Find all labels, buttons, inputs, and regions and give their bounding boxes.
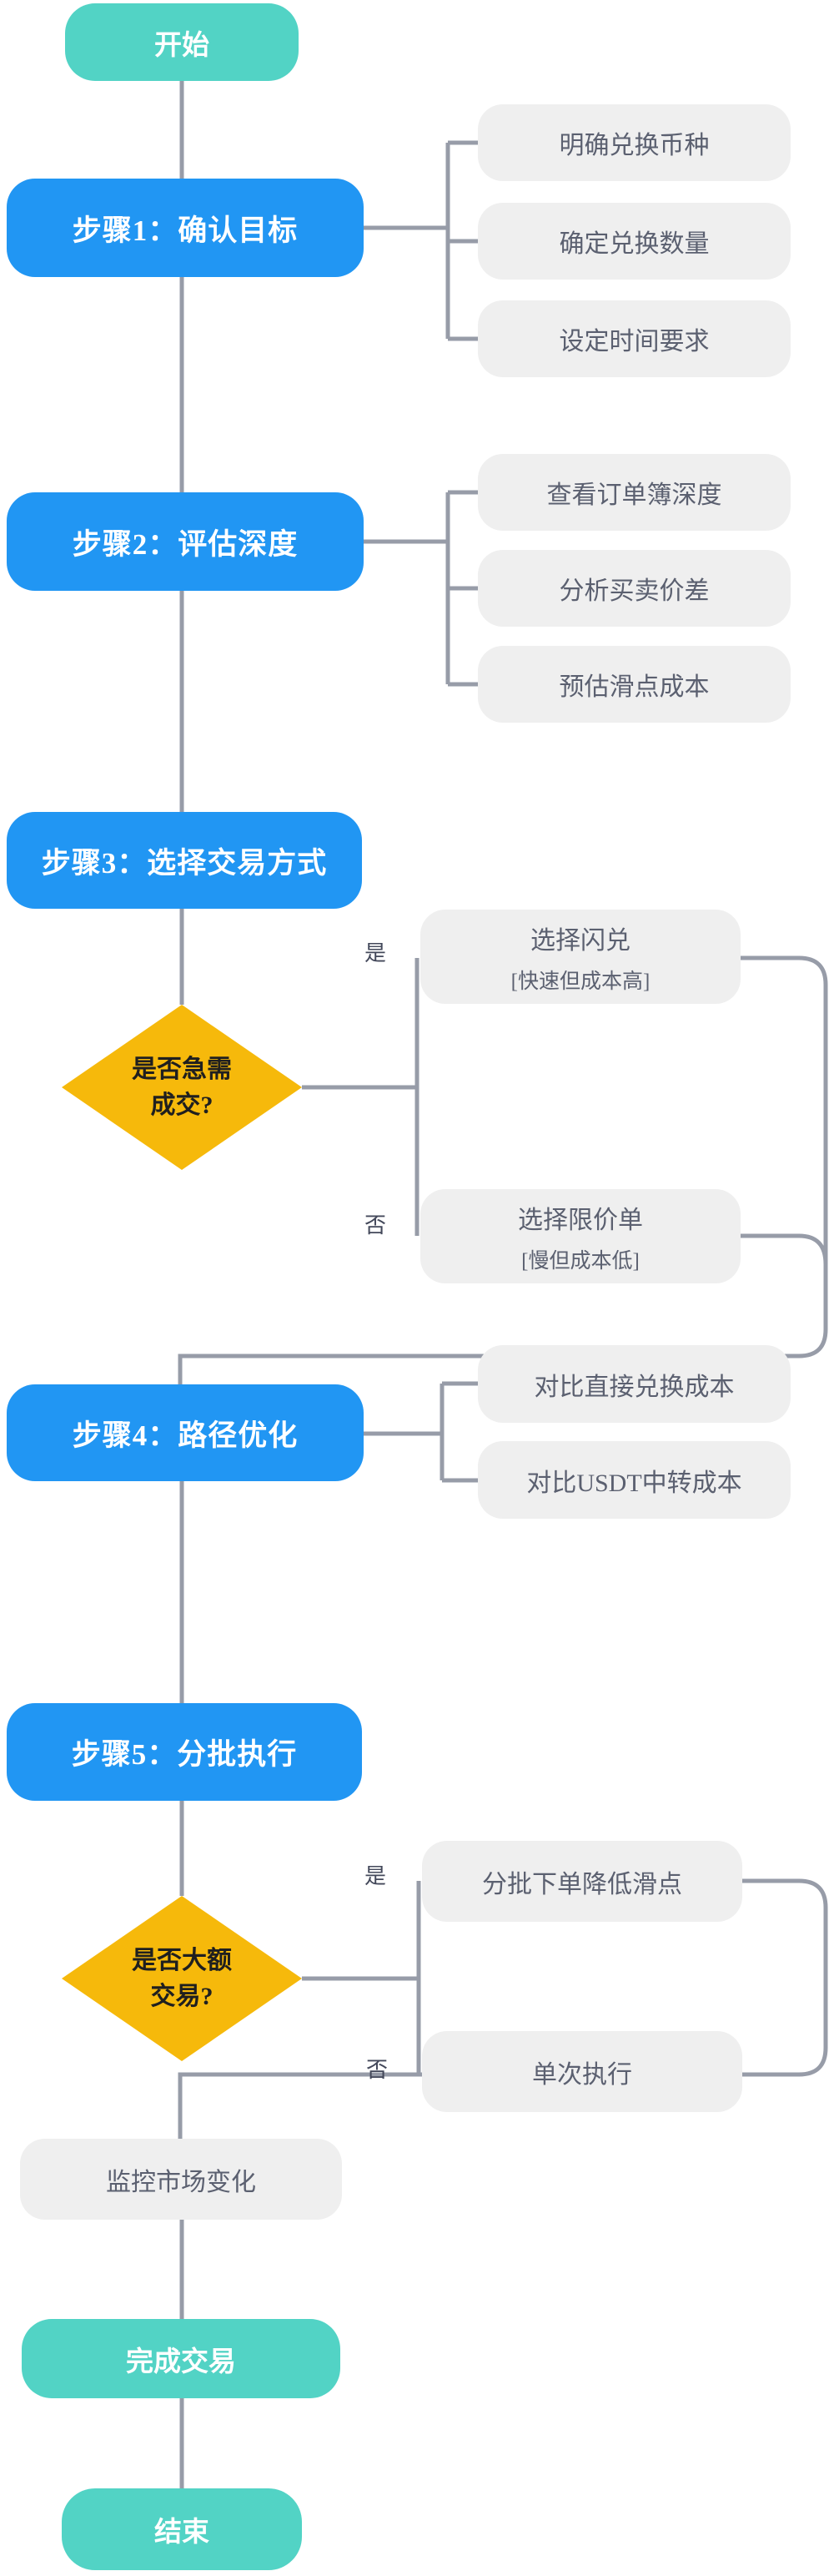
- step4-task-usdt: 对比USDT中转成本: [478, 1441, 791, 1519]
- edge-limit-order-merge: [741, 1233, 828, 1265]
- no-text: 否: [365, 2057, 388, 2082]
- start-node: 开始: [65, 3, 299, 81]
- step1-task-currency: 明确兑换币种: [478, 104, 791, 181]
- flash-swap-node: 选择闪兑 [快速但成本高]: [420, 910, 741, 1004]
- task-label: 设定时间要求: [559, 328, 710, 355]
- flash-swap-title: 选择闪兑: [530, 926, 631, 955]
- limit-order-node: 选择限价单 [慢但成本低]: [420, 1189, 741, 1283]
- flash-swap-subtitle: [快速但成本高]: [510, 970, 651, 993]
- decision2-yes-label: 是: [357, 1858, 394, 1891]
- decision2-no-label: 否: [359, 2051, 395, 2084]
- task-label: 对比直接兑换成本: [534, 1373, 735, 1401]
- edge-decision1-branches: [302, 958, 420, 1236]
- yes-text: 是: [364, 940, 386, 965]
- step3-node: 步骤3：选择交易方式: [7, 812, 362, 909]
- task-label: 确定兑换数量: [559, 230, 710, 258]
- edge-step2-tasks: [364, 490, 478, 687]
- step5-label: 步骤5：分批执行: [71, 1738, 298, 1771]
- decision1-question-line1: 是否急需: [132, 1055, 232, 1083]
- limit-order-title: 选择限价单: [518, 1206, 643, 1234]
- single-execution-node: 单次执行: [422, 2031, 742, 2112]
- edge-step1-tasks: [364, 140, 478, 341]
- edge-decision2-branches: [302, 1881, 421, 2074]
- edge-no2-to-monitor: [178, 2072, 422, 2139]
- step4-label: 步骤4：路径优化: [72, 1419, 299, 1452]
- step1-task-time: 设定时间要求: [478, 300, 791, 377]
- step2-label: 步骤2：评估深度: [72, 527, 299, 561]
- yes-text: 是: [364, 1863, 386, 1888]
- step3-label: 步骤3：选择交易方式: [41, 846, 328, 880]
- step2-node: 步骤2：评估深度: [7, 492, 364, 591]
- end-label: 结束: [154, 2518, 209, 2548]
- monitor-node: 监控市场变化: [20, 2139, 342, 2220]
- no-text: 否: [364, 1212, 386, 1238]
- step4-node: 步骤4：路径优化: [7, 1384, 364, 1481]
- task-label: 分析买卖价差: [559, 577, 710, 605]
- step1-label: 步骤1：确认目标: [72, 214, 299, 247]
- limit-order-subtitle: [慢但成本低]: [521, 1249, 640, 1273]
- start-label: 开始: [154, 30, 209, 61]
- task-label: 查看订单簿深度: [546, 481, 722, 509]
- single-execution-title: 单次执行: [532, 2060, 632, 2089]
- edge-batch-rail: [741, 1878, 828, 2077]
- edge-step4-tasks: [364, 1381, 478, 1483]
- step2-task-spread: 分析买卖价差: [478, 550, 791, 627]
- decision1-yes-label: 是: [357, 935, 394, 968]
- step1-task-amount: 确定兑换数量: [478, 203, 791, 280]
- decision2-question-line1: 是否大额: [132, 1946, 232, 1974]
- decision1-no-label: 否: [357, 1207, 394, 1240]
- edge-flash-swap-rail: [178, 955, 828, 1384]
- decision1-question-line2: 成交?: [150, 1091, 214, 1119]
- step4-task-direct: 对比直接兑换成本: [478, 1345, 791, 1423]
- step2-task-orderbook: 查看订单簿深度: [478, 454, 791, 531]
- monitor-label: 监控市场变化: [106, 2168, 256, 2196]
- complete-node: 完成交易: [22, 2319, 340, 2398]
- batch-orders-node: 分批下单降低滑点: [422, 1841, 742, 1922]
- step5-node: 步骤5：分批执行: [7, 1703, 362, 1801]
- task-label: 对比USDT中转成本: [526, 1469, 742, 1497]
- batch-orders-title: 分批下单降低滑点: [482, 1870, 682, 1898]
- step1-node: 步骤1：确认目标: [7, 179, 364, 277]
- task-label: 明确兑换币种: [559, 132, 710, 159]
- decision2-question-line2: 交易?: [150, 1983, 214, 2010]
- end-node: 结束: [62, 2488, 302, 2570]
- step2-task-slippage: 预估滑点成本: [478, 646, 791, 723]
- task-label: 预估滑点成本: [559, 673, 710, 701]
- complete-label: 完成交易: [126, 2347, 236, 2377]
